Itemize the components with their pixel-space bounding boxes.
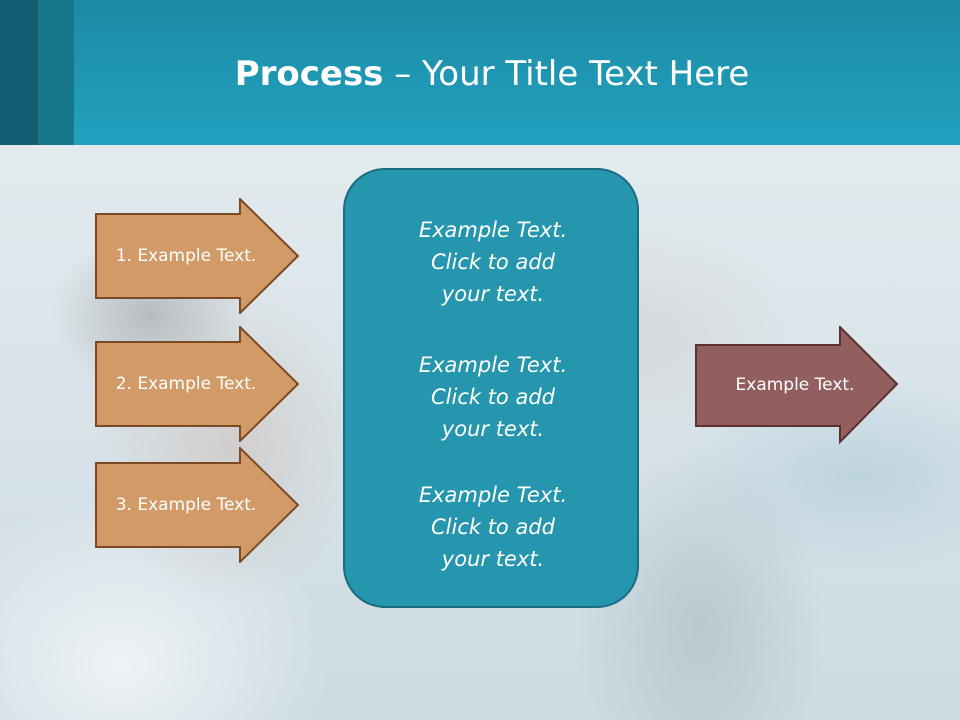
output-arrow-label: Example Text. (735, 375, 855, 395)
panel-line: your text. (441, 282, 545, 306)
panel-text-block-3[interactable]: Example Text. Click to add your text. (345, 479, 641, 575)
panel-line: your text. (441, 547, 545, 571)
output-arrow[interactable]: Example Text. (695, 326, 900, 444)
input-arrow-label: 1. Example Text. (115, 246, 257, 266)
input-arrow-label: 2. Example Text. (115, 374, 257, 394)
arrow-right-shape-icon (695, 326, 899, 444)
panel-text-block-1[interactable]: Example Text. Click to add your text. (345, 214, 641, 310)
panel-text-block-2[interactable]: Example Text. Click to add your text. (345, 349, 641, 445)
panel-line: Click to add (430, 250, 555, 274)
input-arrow-label: 3. Example Text. (115, 495, 257, 515)
title-regular-part: – Your Title Text Here (383, 54, 750, 94)
panel-line: Click to add (430, 385, 555, 409)
input-arrow-2[interactable]: 2. Example Text. (95, 326, 300, 442)
header-band: Process – Your Title Text Here (0, 0, 960, 145)
header-accent-strip-mid (38, 0, 74, 145)
arrow-right-shape-icon (95, 447, 300, 563)
panel-line: Example Text. (418, 218, 568, 242)
title-bold-part: Process (234, 54, 384, 94)
panel-line: your text. (441, 417, 545, 441)
input-arrow-1[interactable]: 1. Example Text. (95, 198, 300, 314)
panel-line: Example Text. (418, 483, 568, 507)
arrow-right-shape-icon (95, 198, 300, 314)
input-arrow-3[interactable]: 3. Example Text. (95, 447, 300, 563)
header-accent-strip-dark (0, 0, 38, 145)
panel-line: Click to add (430, 515, 555, 539)
slide-title[interactable]: Process – Your Title Text Here (0, 52, 960, 96)
panel-line: Example Text. (418, 353, 568, 377)
arrow-right-shape-icon (95, 326, 300, 442)
process-panel[interactable]: Example Text. Click to add your text. Ex… (343, 168, 639, 608)
